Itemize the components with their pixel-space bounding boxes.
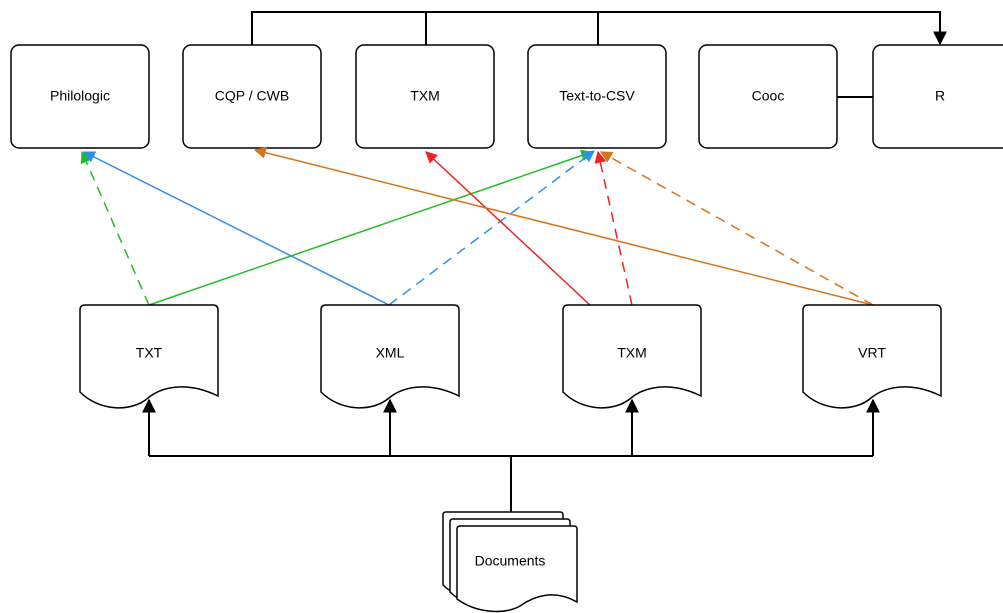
- format-label-txt: TXT: [136, 345, 163, 361]
- tool-label-text-to-csv: Text-to-CSV: [559, 88, 635, 104]
- format-doc-txt: TXT: [79, 304, 219, 409]
- tool-box-txm: TXM: [355, 44, 495, 149]
- tool-box-text-to-csv: Text-to-CSV: [527, 44, 667, 149]
- tool-label-cooc: Cooc: [752, 88, 785, 104]
- documents-stack: Documents: [442, 511, 578, 613]
- tool-label-cqp-cwb: CQP / CWB: [215, 88, 289, 104]
- tool-box-cqp-cwb: CQP / CWB: [182, 44, 322, 149]
- format-doc-txm: TXM: [562, 304, 702, 409]
- format-doc-xml: XML: [320, 304, 460, 409]
- tool-label-philologic: Philologic: [50, 88, 110, 104]
- documents-connector-tree: [142, 398, 880, 513]
- format-label-vrt: VRT: [858, 345, 886, 361]
- tool-box-r: R: [872, 44, 1003, 149]
- vrt-flows: [253, 146, 874, 306]
- format-doc-vrt: VRT: [802, 304, 942, 409]
- tool-label-txm: TXM: [410, 88, 440, 104]
- xml-flows: [82, 150, 595, 306]
- documents-label: Documents: [475, 553, 546, 569]
- tool-box-philologic: Philologic: [10, 44, 150, 149]
- txm-flows: [425, 150, 633, 306]
- format-label-xml: XML: [376, 345, 405, 361]
- tool-bus-connector: [251, 11, 947, 98]
- txt-flows: [80, 149, 594, 306]
- tool-label-r: R: [935, 88, 945, 104]
- tool-box-cooc: Cooc: [698, 44, 838, 149]
- format-label-txm: TXM: [617, 345, 647, 361]
